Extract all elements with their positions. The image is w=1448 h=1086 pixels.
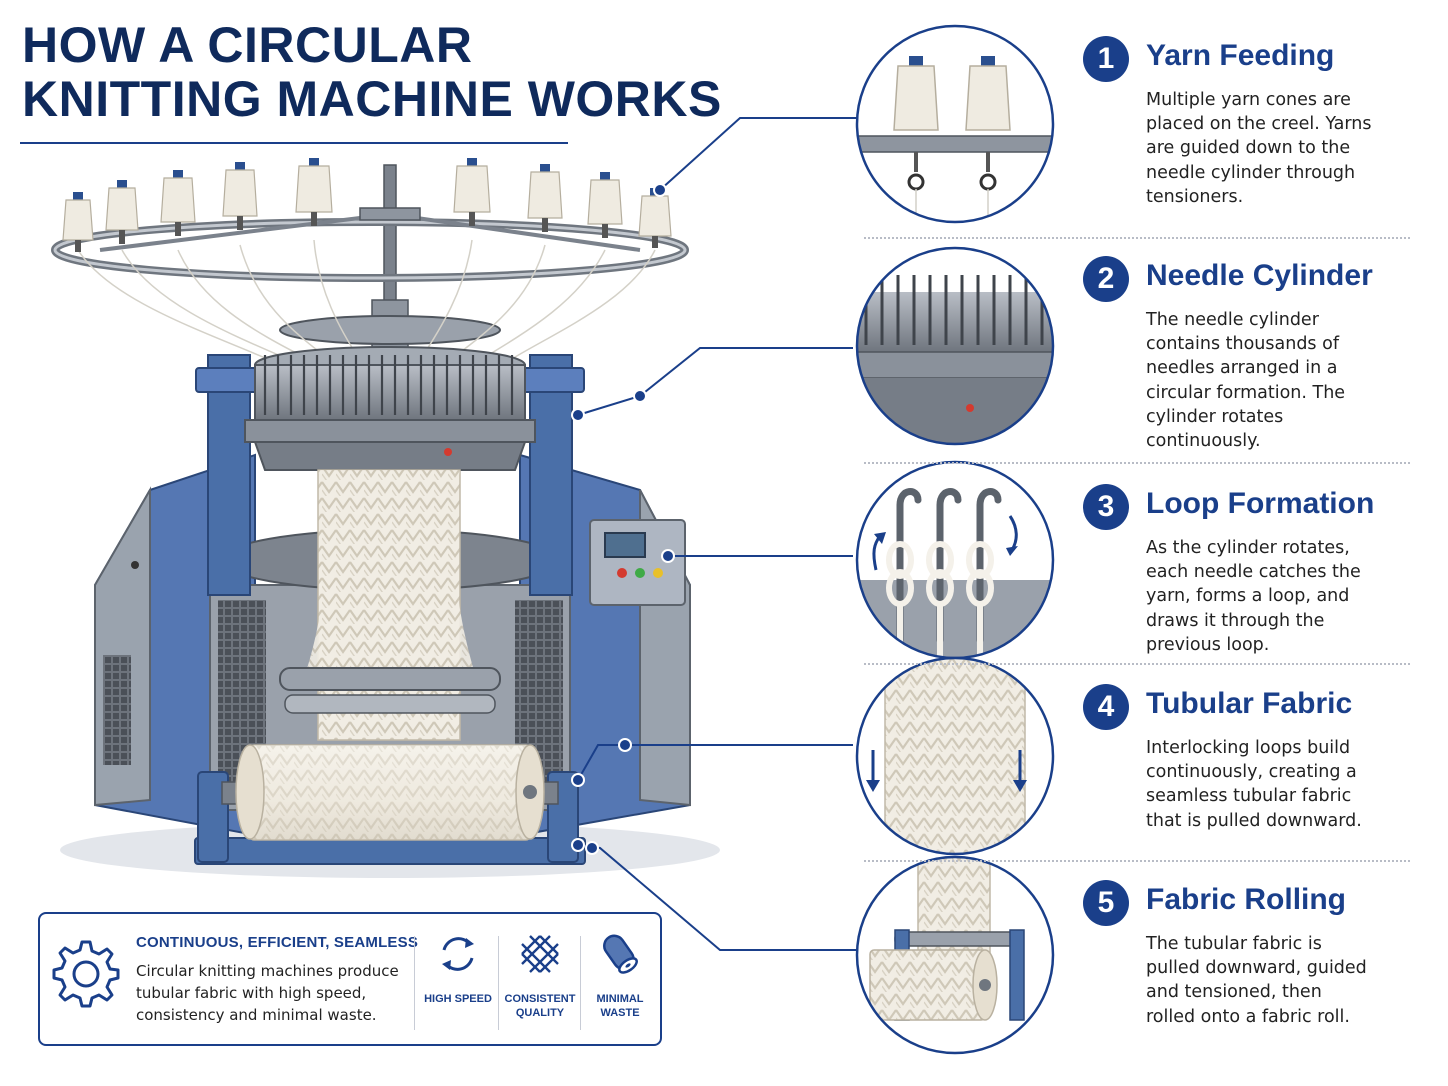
yarn-cones <box>62 158 672 252</box>
step-divider <box>864 237 1410 239</box>
detail-circle-needle-cylinder <box>855 246 1055 446</box>
step-number-badge: 5 <box>1083 880 1129 926</box>
step-title: Needle Cylinder <box>1146 259 1373 292</box>
summary-text: Circular knitting machines produce tubul… <box>136 962 399 1024</box>
detail-circle-yarn-feeding <box>855 24 1055 224</box>
needle-cylinder <box>244 346 536 471</box>
title-line-1: HOW A CIRCULAR <box>22 17 473 73</box>
knitting-machine <box>51 158 720 878</box>
step-description: As the cylinder rotates, each needle cat… <box>1146 538 1361 655</box>
step-title: Fabric Rolling <box>1146 883 1347 916</box>
step-number-badge: 3 <box>1083 484 1129 530</box>
step-title: Tubular Fabric <box>1146 687 1353 720</box>
rotation-arrows-icon <box>442 937 474 971</box>
page-title: HOW A CIRCULAR KNITTING MACHINE WORKS <box>22 18 722 126</box>
step-title: Loop Formation <box>1146 487 1375 520</box>
fabric-roll-icon <box>603 934 638 974</box>
feature-separator <box>414 936 415 1030</box>
feature-separator <box>580 936 581 1030</box>
step-divider <box>864 860 1410 862</box>
summary-heading: CONTINUOUS, EFFICIENT, SEAMLESS <box>136 934 419 951</box>
step-description: The tubular fabric is pulled downward, g… <box>1146 934 1367 1027</box>
step-divider <box>864 462 1410 464</box>
detail-circle-loop-formation <box>855 460 1055 660</box>
feature-label: HIGH SPEED <box>424 993 492 1005</box>
step-number-badge: 4 <box>1083 684 1129 730</box>
step-description: Multiple yarn cones are placed on the cr… <box>1146 90 1372 207</box>
step-description: The needle cylinder contains thousands o… <box>1146 310 1346 452</box>
step-description: Interlocking loops build continuously, c… <box>1146 738 1362 831</box>
detail-circle-fabric-rolling <box>855 855 1055 1055</box>
title-line-2: KNITTING MACHINE WORKS <box>22 71 722 127</box>
title-underline <box>20 142 568 144</box>
knit-mesh-icon <box>521 935 559 973</box>
feature-separator <box>498 936 499 1030</box>
summary-box: CONTINUOUS, EFFICIENT, SEAMLESS Circular… <box>38 912 662 1046</box>
detail-circle-tubular-fabric <box>855 656 1055 856</box>
callout-dots <box>571 183 675 855</box>
fabric-roll <box>221 744 559 841</box>
gear-icon <box>52 940 120 1008</box>
step-number-badge: 1 <box>1083 36 1129 82</box>
feature-high-speed: HIGH SPEED <box>418 930 498 1006</box>
step-title: Yarn Feeding <box>1146 39 1335 72</box>
step-number-badge: 2 <box>1083 256 1129 302</box>
step-divider <box>864 663 1410 665</box>
